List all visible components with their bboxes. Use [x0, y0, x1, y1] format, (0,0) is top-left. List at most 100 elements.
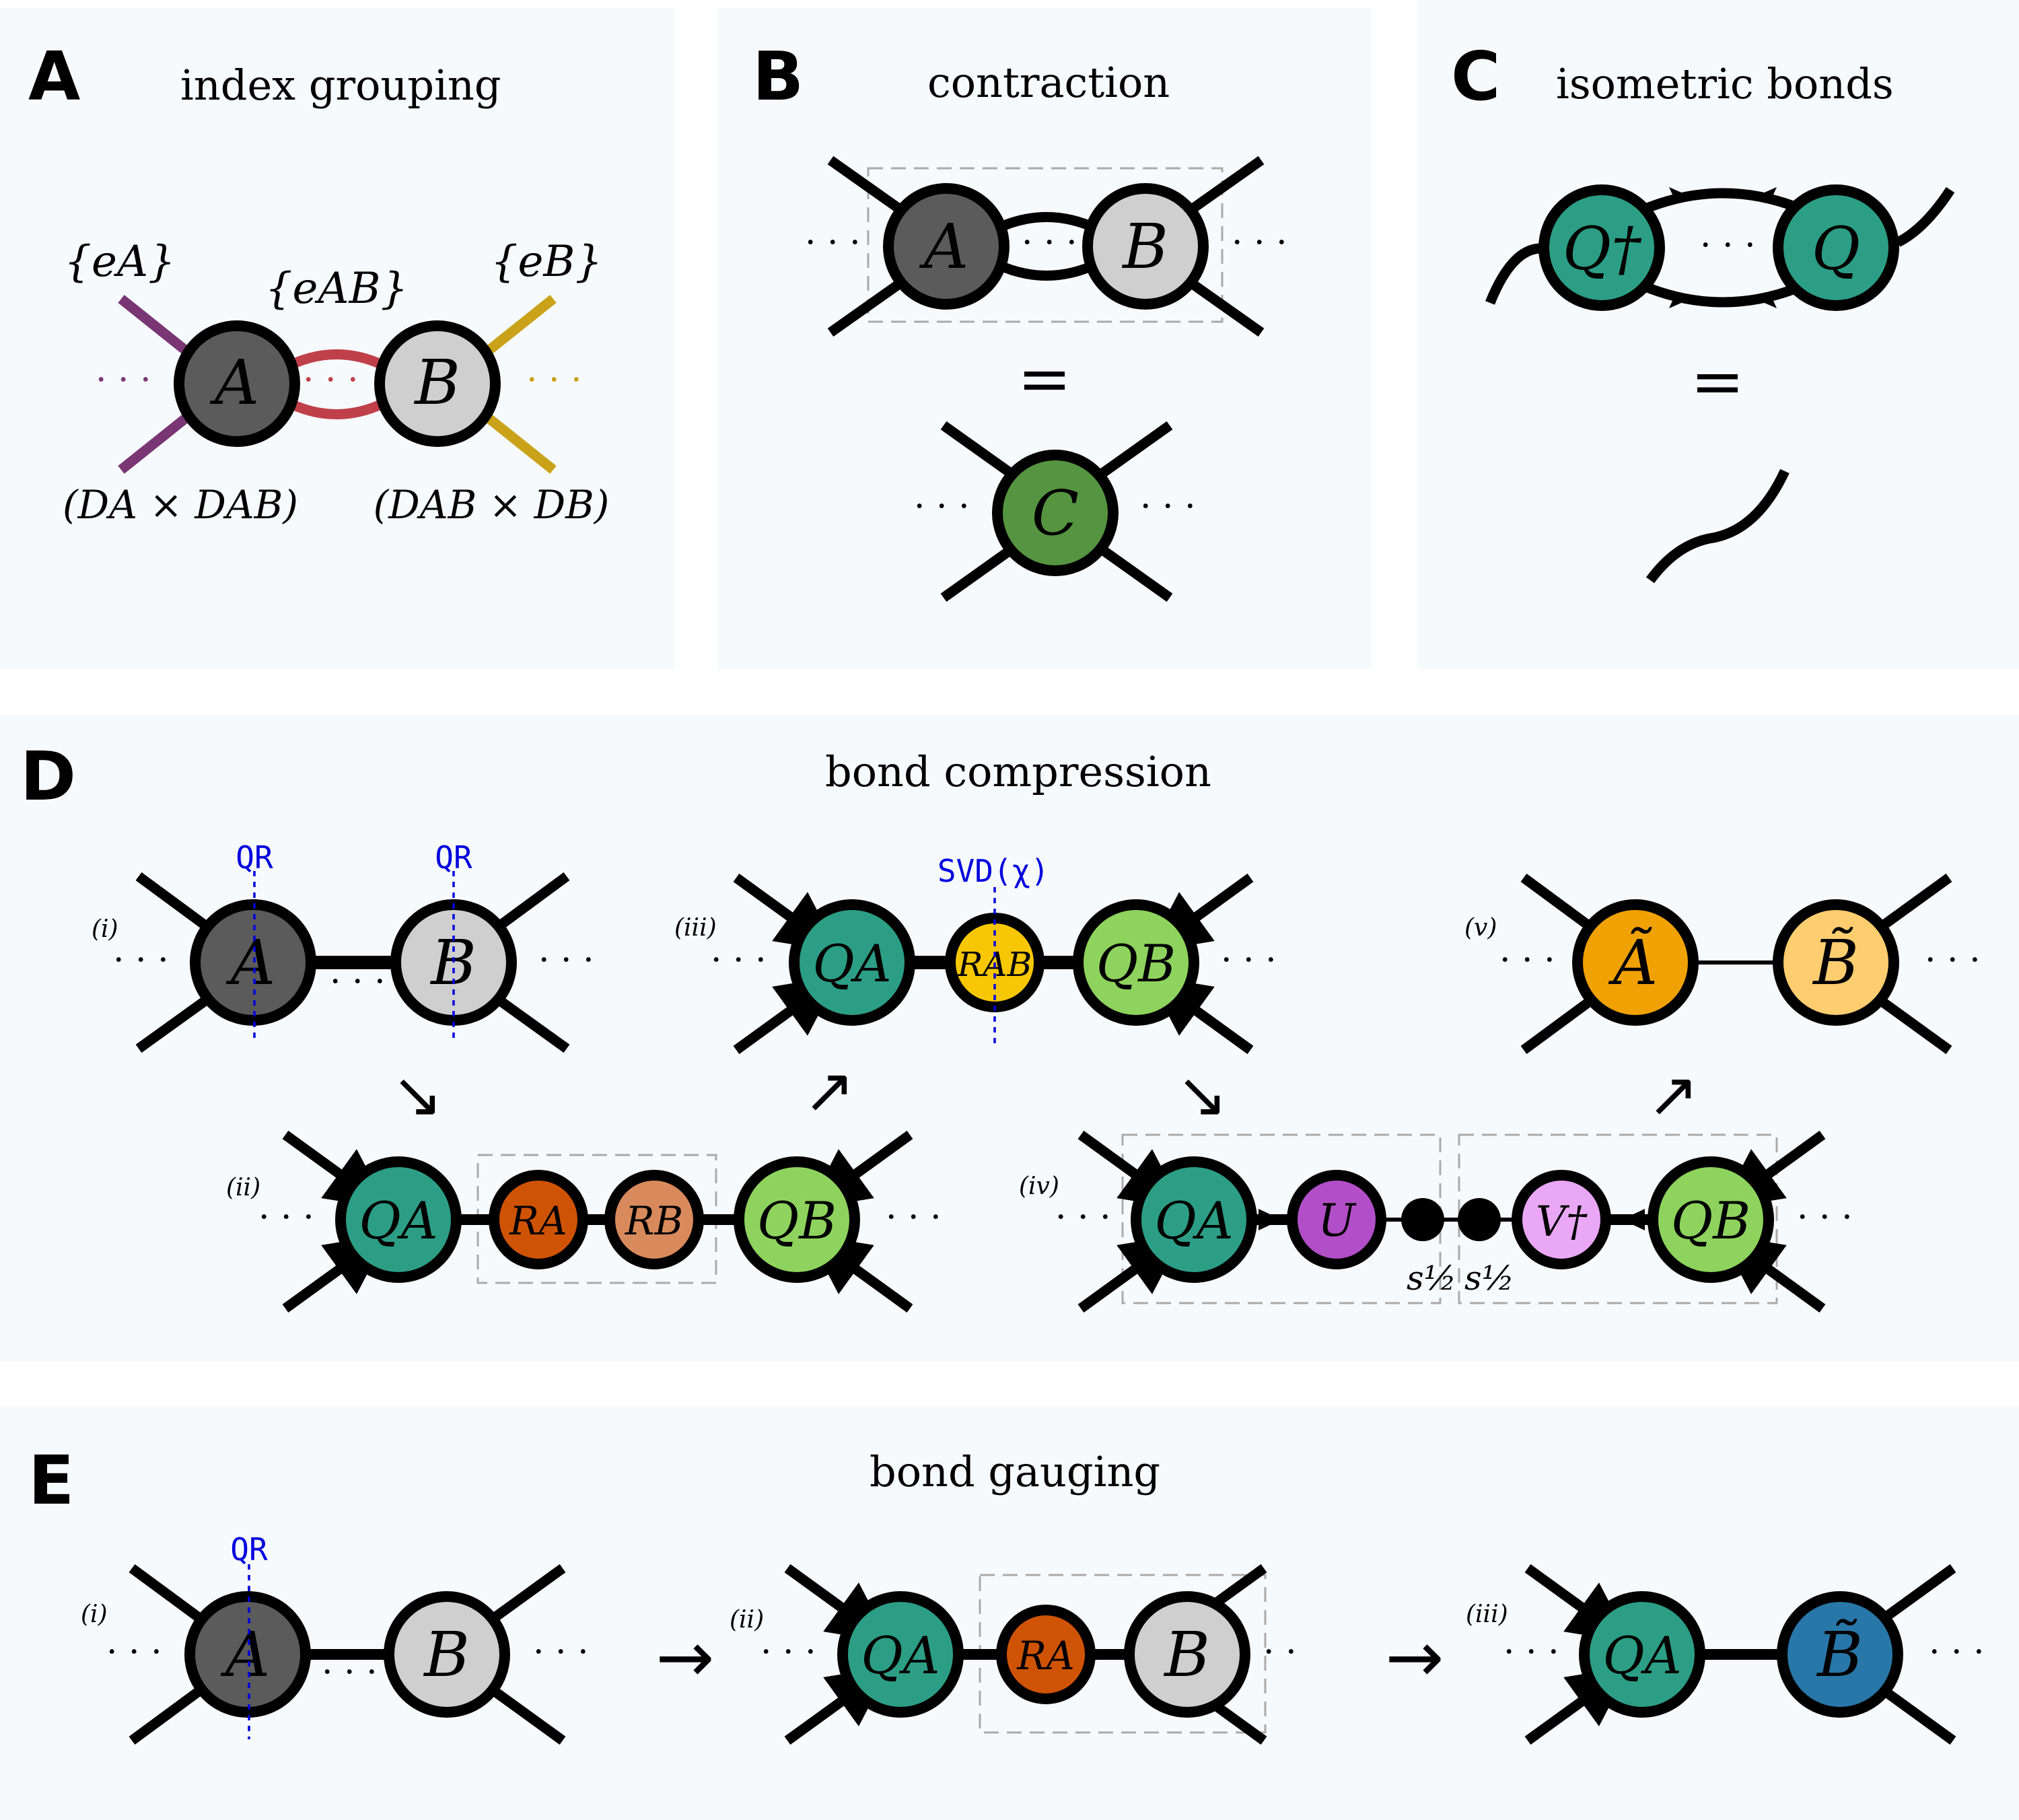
left-dots: · · · [96, 360, 151, 400]
tensor-b-tilde-label: B̃ [1816, 1619, 1863, 1691]
tensor-u [1287, 1170, 1386, 1269]
panel-letter-c: C [1451, 37, 1500, 116]
step-label: (ii) [226, 1174, 260, 1201]
leg [1180, 155, 1265, 220]
leg-in [733, 975, 839, 1055]
panel-d-title: bond compression [825, 747, 1211, 796]
flow-arrow-up-right: ↗ [803, 1055, 855, 1127]
leg-b-lower [476, 407, 557, 474]
equals-sign: = [1691, 344, 1744, 419]
leg-b-upper [476, 295, 557, 362]
dimension-left: (DA × DAB) [63, 482, 298, 528]
tensor-q-dagger-label: Q† [1563, 214, 1642, 283]
tensor-q-label: Q [1812, 214, 1860, 283]
panel-c: C isometric bonds · · · Q† Q = [1451, 37, 1955, 584]
leg-a-upper [118, 295, 199, 362]
tensor-a [184, 1591, 311, 1718]
leg [481, 1564, 566, 1630]
panel-c-title: isometric bonds [1556, 59, 1894, 108]
panel-letter-b: B [752, 37, 804, 116]
compression-step-v: (v) · · · · · · Ã B̃ [1464, 873, 1981, 1055]
panel-letter-e: E [28, 1441, 74, 1520]
panel-b-title: contraction [927, 58, 1170, 107]
right-dots: · · · [1797, 1197, 1853, 1238]
bond-dots: · · · [1022, 223, 1077, 263]
right-dots: · · · [538, 940, 594, 981]
tensor-b-label: B [1121, 211, 1168, 283]
isometry-arrow [1755, 187, 1777, 202]
panel-d: D bond compression (i) · · · · · · · · ·… [20, 737, 1981, 1313]
tensor-qa-label: QA [1154, 1191, 1233, 1251]
left-dots: · · · [760, 1632, 816, 1673]
tensor-qa-label: QA [1602, 1625, 1681, 1685]
left-dots: · · · [914, 487, 970, 527]
tensor-qa [789, 899, 915, 1026]
tensor-v-dagger-label: V† [1536, 1197, 1588, 1246]
bond-dots: · · · [1700, 225, 1756, 266]
equals-sign: = [1018, 341, 1071, 417]
tensor-c [992, 450, 1119, 576]
panel-letter-a: A [28, 37, 80, 116]
qr-label: QR [230, 1531, 268, 1568]
s-sqrt-label-right: s½ [1464, 1259, 1514, 1298]
tensor-a-label: A [220, 1619, 270, 1691]
right-dots: · · · [1929, 1632, 1985, 1673]
bond-lower [1640, 281, 1806, 308]
right-dots: · · · [1221, 940, 1277, 981]
flow-arrow-right: → [656, 1616, 714, 1698]
tensor-b-label: B [423, 1619, 470, 1691]
s-sqrt-label-left: s½ [1407, 1259, 1456, 1298]
open-leg-right [1895, 186, 1955, 247]
step-label: (iv) [1019, 1172, 1059, 1200]
panel-letter-d: D [20, 737, 76, 816]
panel-a-background [0, 8, 674, 669]
tensor-b-tilde [1777, 1591, 1903, 1718]
tensor-qa-label: QA [359, 1191, 437, 1251]
leg [135, 872, 219, 938]
tensor-qb-label: QB [757, 1191, 837, 1251]
compression-step-iv: (iv) · · · · · · QA U V† QB s½ s½ [1019, 1130, 1853, 1313]
step-label: (iii) [674, 914, 717, 942]
tensor-b-tilde-label: B̃ [1812, 927, 1859, 999]
isometry-arrow [1755, 293, 1777, 308]
panel-a-title: index grouping [180, 61, 501, 110]
tensor-a-tilde-label: Ã [1608, 927, 1658, 999]
leg [487, 989, 570, 1053]
tensor-qa-label: QA [812, 934, 891, 993]
tensor-a-label: A [209, 347, 259, 419]
leg [827, 155, 912, 220]
leg-in [282, 1234, 388, 1313]
right-dots: · · · [526, 360, 582, 400]
right-dots: · · · [1140, 487, 1196, 527]
compression-step-i: (i) · · · · · · · · · A B QR QR [92, 839, 594, 1053]
tensor-qa [1579, 1591, 1705, 1718]
left-dots: · · · [258, 1197, 314, 1238]
bond-dots: · · · [330, 962, 386, 1002]
tensor-rb-label: RB [625, 1198, 683, 1244]
tensor-c-label: C [1032, 477, 1079, 549]
tensor-ra [996, 1605, 1096, 1704]
gauging-step-iii: (iii) · · · · · · QA B̃ [1466, 1564, 1985, 1745]
step-label: (iii) [1466, 1601, 1508, 1628]
bond-arrow [1622, 1209, 1645, 1230]
tensor-ra-label: RA [1016, 1633, 1075, 1679]
leg [135, 989, 219, 1053]
index-set-ea: {eA} [64, 237, 176, 287]
bond-dots: · · · [322, 1652, 378, 1693]
compression-step-iii: (iii) · · · · · · QA RAB QB SVD(χ) [674, 853, 1277, 1055]
step-label: (ii) [730, 1606, 764, 1634]
left-dots: · · · [106, 1632, 162, 1673]
leg [129, 1679, 212, 1745]
panel-e: E bond gauging (i) · · · · · · · · · A B… [28, 1441, 1985, 1745]
tensor-a [883, 183, 1010, 310]
step-label: (v) [1464, 914, 1497, 942]
panel-c-background [1417, 0, 2019, 669]
flow-arrow-up-right: ↗ [1647, 1059, 1699, 1131]
tensor-b-tilde [1773, 899, 1899, 1026]
leg-a-lower [118, 407, 199, 474]
bond-lower [993, 259, 1100, 281]
leg-in [807, 1234, 913, 1313]
tensor-a [190, 899, 316, 1026]
flow-arrow-down-right: ↘ [391, 1059, 443, 1131]
dimension-right: (DAB × DB) [374, 482, 610, 528]
